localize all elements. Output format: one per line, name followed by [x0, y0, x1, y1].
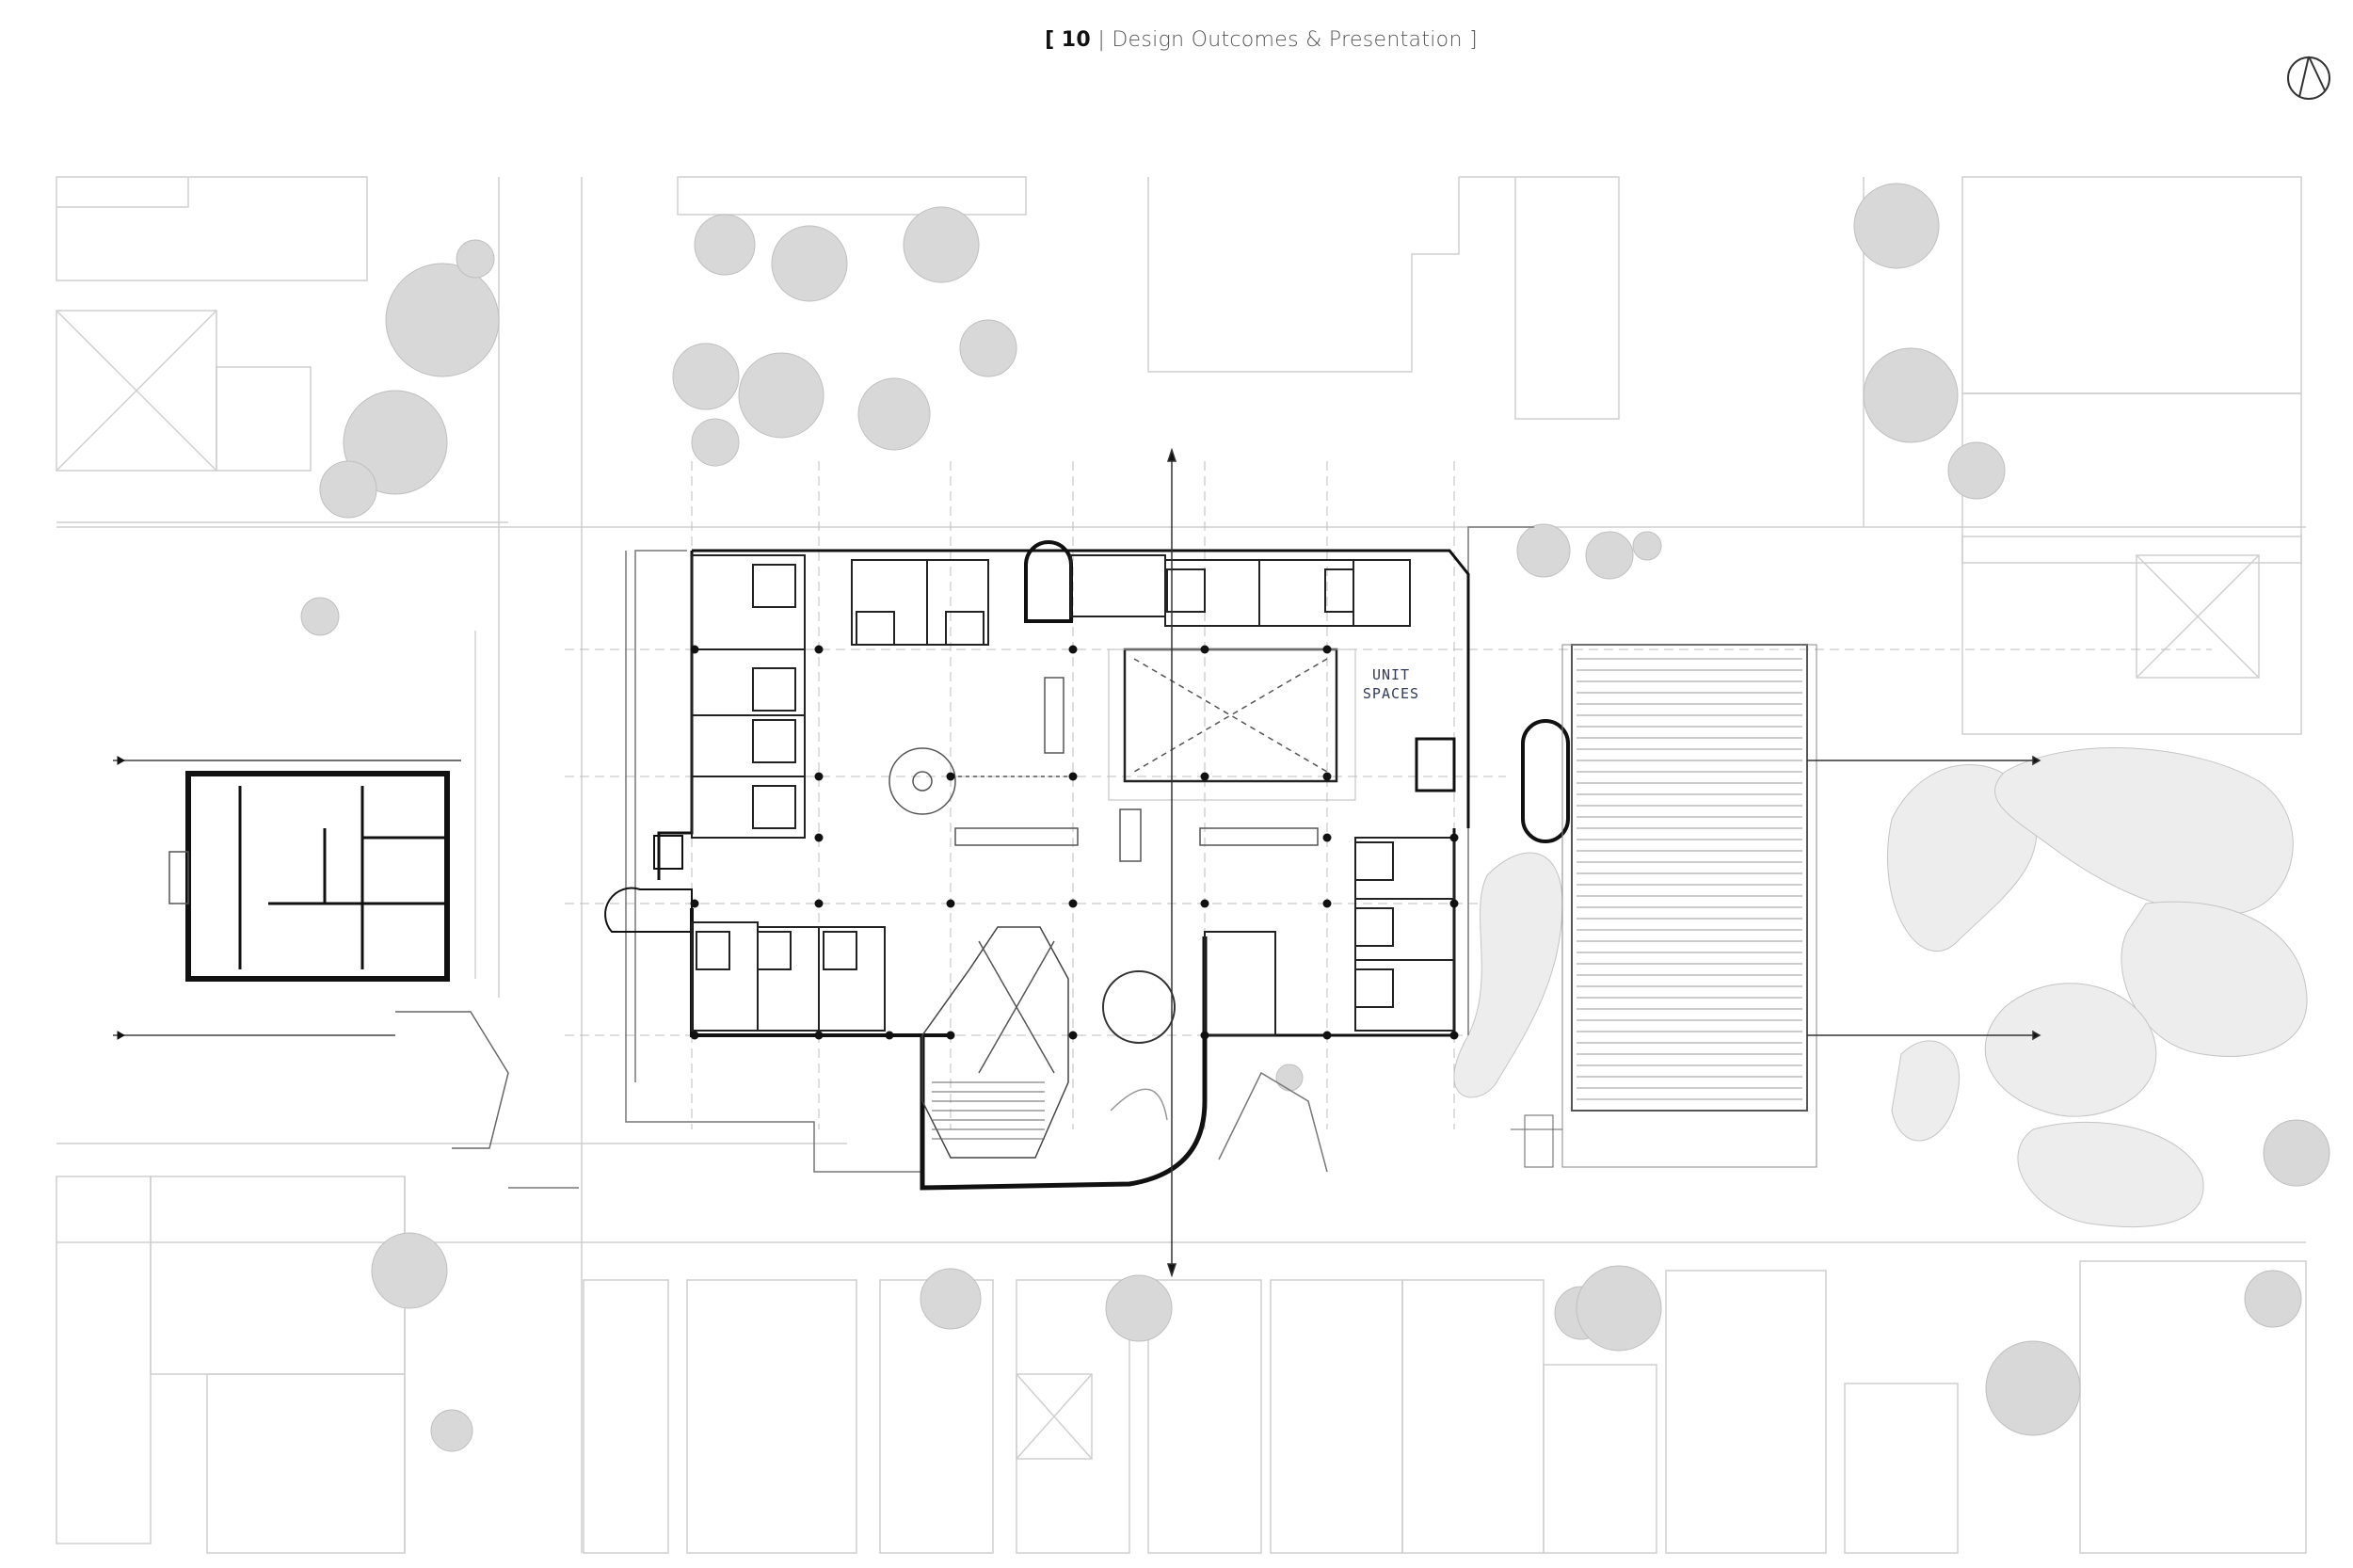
- park-landscape: [1453, 747, 2308, 1227]
- main-building: [604, 540, 1570, 1191]
- section-cut-lines: [1166, 447, 2041, 1278]
- header-title: | Design Outcomes & Presentation ]: [1097, 28, 1478, 52]
- page-header: [ 10 | Design Outcomes & Presentation ]: [0, 28, 2353, 52]
- interior-features: [888, 648, 1356, 1159]
- header-open-bracket: [: [1045, 28, 1055, 52]
- unit-spaces-label-line2: SPACES: [1363, 685, 1419, 702]
- right-pavilion: [1511, 644, 1817, 1168]
- left-building: [113, 631, 509, 1149]
- unit-rooms: [691, 554, 1455, 1036]
- unit-spaces-label-line1: UNIT: [1372, 666, 1410, 683]
- structural-columns: [690, 645, 1459, 1040]
- north-arrow-icon: [2287, 56, 2330, 100]
- header-number: 10: [1061, 28, 1092, 52]
